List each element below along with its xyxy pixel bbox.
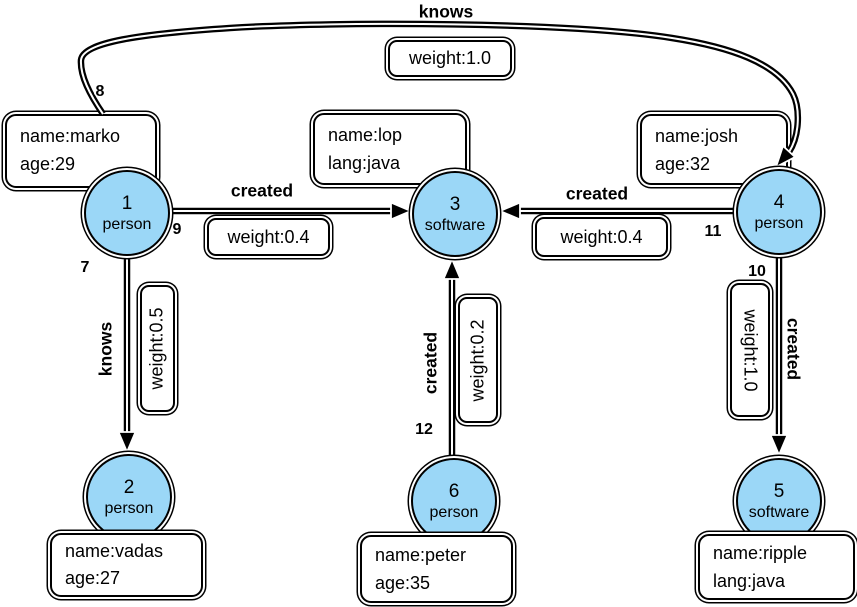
edge-knows-1-2 <box>117 257 137 455</box>
weight-box-edge-8: weight:1.0 <box>388 40 512 77</box>
weight-box-edge-12: weight:0.2 <box>458 297 498 423</box>
node-3: 3 software <box>412 171 498 257</box>
arrowhead-edge-10 <box>769 434 789 458</box>
node-label: person <box>754 214 804 232</box>
property-line: name:peter <box>375 545 467 565</box>
weight-box-edge-7: weight:0.5 <box>140 285 175 412</box>
weight-label: weight:1.0 <box>740 308 761 392</box>
edge-id-9: 9 <box>172 221 182 238</box>
edge-id-12: 12 <box>415 421 433 438</box>
node-6: 6 person <box>411 458 497 544</box>
weight-label: weight:0.5 <box>147 307 167 390</box>
node-id: 3 <box>449 193 461 215</box>
node-label: person <box>429 503 479 521</box>
property-box-node-6: name:peter age:35 <box>360 535 513 603</box>
property-line: age:32 <box>655 154 711 174</box>
node-label: software <box>424 216 486 234</box>
weight-label: weight:1.0 <box>408 48 492 68</box>
node-id: 2 <box>123 476 135 498</box>
weight-box-edge-9: weight:0.4 <box>207 218 330 256</box>
property-line: lang:java <box>713 571 786 591</box>
node-5: 5 software <box>736 458 822 544</box>
edge-id-10: 10 <box>748 263 766 280</box>
weight-label: weight:0.4 <box>560 226 643 247</box>
property-box-node-2: name:vadas age:27 <box>50 533 203 597</box>
property-line: name:josh <box>655 126 739 146</box>
edge-label-created-4-3: created <box>565 183 629 204</box>
arrowhead-edge-11 <box>497 201 521 221</box>
arrowhead-edge-9 <box>390 201 414 221</box>
edge-created-1-3 <box>170 201 414 221</box>
property-line: age:27 <box>65 568 121 588</box>
node-id: 6 <box>448 480 460 502</box>
node-4: 4 person <box>736 169 822 255</box>
property-line: age:35 <box>375 573 431 593</box>
edge-label-knows-1-4: knows <box>418 1 474 22</box>
property-line: lang:java <box>328 153 401 173</box>
edge-label-created-4-5: created <box>783 317 804 381</box>
arrowhead-edge-12 <box>442 256 462 280</box>
node-id: 1 <box>121 192 133 214</box>
property-box-node-5: name:ripple lang:java <box>698 534 855 600</box>
weight-label: weight:0.2 <box>467 318 488 402</box>
property-line: age:29 <box>20 154 76 174</box>
node-label: software <box>748 503 810 521</box>
node-label: person <box>104 499 154 517</box>
edge-id-7: 7 <box>80 259 90 276</box>
property-line: name:vadas <box>65 541 164 561</box>
property-line: name:lop <box>328 125 403 145</box>
weight-box-edge-11: weight:0.4 <box>535 217 668 257</box>
weight-box-edge-10: weight:1.0 <box>730 283 770 417</box>
edge-id-11: 11 <box>704 223 722 240</box>
edge-label-created-1-3: created <box>230 180 294 201</box>
edge-label-knows-1-2: knows <box>95 321 116 377</box>
arrowhead-edge-7 <box>117 431 137 455</box>
edge-label-created-6-3: created <box>420 331 441 395</box>
node-label: person <box>102 215 152 233</box>
edge-id-8: 8 <box>95 83 105 100</box>
node-2: 2 person <box>86 454 172 540</box>
node-id: 4 <box>773 191 785 213</box>
weight-label: weight:0.4 <box>227 226 310 247</box>
node-1: 1 person <box>84 170 170 256</box>
property-line: name:marko <box>20 126 121 146</box>
property-line: name:ripple <box>713 543 808 563</box>
node-id: 5 <box>773 480 785 502</box>
